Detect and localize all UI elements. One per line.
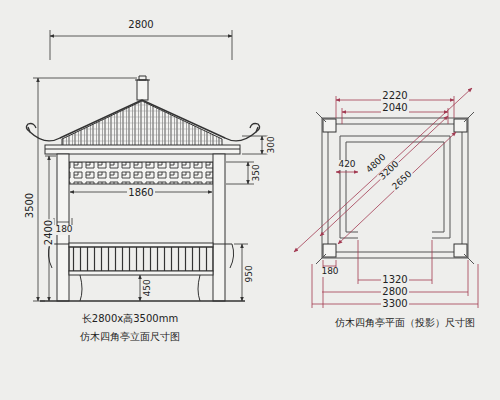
dimension-label: 2800 bbox=[127, 19, 154, 30]
dimension-label: 950 bbox=[245, 264, 255, 283]
dimension-label: 450 bbox=[143, 278, 153, 297]
caption: 长2800x高3500mm bbox=[81, 313, 179, 324]
dimension-label: 1860 bbox=[127, 187, 154, 198]
dimension-label: 300 bbox=[267, 135, 277, 154]
caption: 仿木四角亭平面（投影）尺寸图 bbox=[334, 317, 476, 328]
dimension-label: 420 bbox=[337, 160, 356, 170]
dimension-label: 180 bbox=[54, 225, 73, 235]
elevation-view bbox=[26, 30, 268, 301]
dimension-label: 3500 bbox=[24, 191, 35, 218]
dimension-label: 2220 bbox=[381, 90, 408, 101]
plan-view bbox=[294, 88, 478, 308]
dimension-label: 3300 bbox=[381, 298, 408, 309]
dimension-label: 180 bbox=[320, 267, 339, 277]
dimension-label: 1320 bbox=[381, 274, 408, 285]
dimension-label: 2400 bbox=[43, 218, 54, 245]
caption: 仿木四角亭立面尺寸图 bbox=[79, 331, 181, 342]
dimension-label: 350 bbox=[252, 163, 262, 182]
dimension-label: 2040 bbox=[381, 102, 408, 113]
dimension-label: 2800 bbox=[381, 286, 408, 297]
